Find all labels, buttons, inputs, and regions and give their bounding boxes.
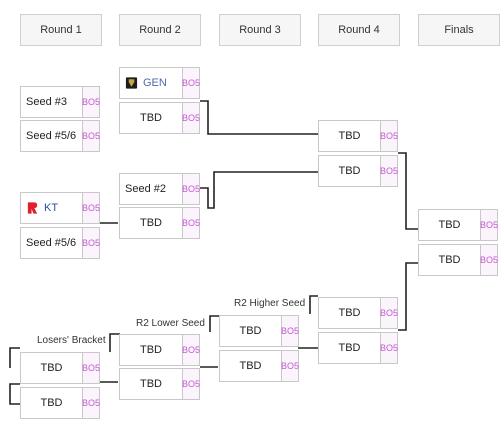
bo5-label: BO5 [82,131,101,141]
match-slot-r4m1-bottom[interactable]: TBD BO5 [318,155,398,187]
round-header-4[interactable]: Round 4 [318,14,400,46]
team-name: KT [44,202,59,214]
match-slot-r1m1-top[interactable]: Seed #3 BO5 [20,86,100,118]
bo5-label: BO5 [281,361,300,371]
r2-lower-seed-label: R2 Lower Seed [136,318,205,329]
bo5-label: BO5 [480,255,499,265]
team-name: TBD [338,165,361,177]
match-slot-r1m1-bottom[interactable]: Seed #5/6 BO5 [20,120,100,152]
round-header-3[interactable]: Round 3 [219,14,301,46]
bo5-label: BO5 [82,203,101,213]
team-name: TBD [40,397,63,409]
match-slot-r2m3-top[interactable]: TBD BO5 [119,334,200,366]
bo5-label: BO5 [380,131,399,141]
match-slot-r2m2-bottom[interactable]: TBD BO5 [119,207,200,239]
r2-higher-seed-label: R2 Higher Seed [234,298,306,309]
team-name: GEN [143,77,167,89]
team-name: Seed #5/6 [26,130,77,142]
bo5-label: BO5 [82,363,101,373]
team-name: TBD [140,378,162,390]
round-header-label: Round 1 [40,24,82,36]
round-header-label: Round 4 [338,24,380,36]
bo5-label: BO5 [82,398,101,408]
team-name: TBD [40,362,63,374]
match-slot-r2m2-top[interactable]: Seed #2 BO5 [119,173,200,205]
round-header-finals[interactable]: Finals [418,14,500,46]
gen-logo-icon [125,77,138,89]
match-slot-r2m1-bottom[interactable]: TBD BO5 [119,102,200,134]
bo5-label: BO5 [380,343,399,353]
match-slot-r4m2-top[interactable]: TBD BO5 [318,297,398,329]
round-header-label: Round 2 [139,24,181,36]
team-name: TBD [239,325,262,337]
bo5-label: BO5 [182,345,201,355]
match-slot-r1m3-bottom[interactable]: TBD BO5 [20,387,100,419]
match-slot-r2m1-top[interactable]: GEN BO5 [119,67,200,99]
bo5-label: BO5 [380,166,399,176]
team-name: TBD [338,342,361,354]
team-name: TBD [338,130,361,142]
bo5-label: BO5 [182,184,201,194]
match-slot-r1m2-bottom[interactable]: Seed #5/6 BO5 [20,227,100,259]
match-slot-finals-bottom[interactable]: TBD BO5 [418,244,498,276]
bo5-label: BO5 [380,308,399,318]
round-header-1[interactable]: Round 1 [20,14,102,46]
team-name: Seed #2 [125,183,166,195]
match-slot-r4m1-top[interactable]: TBD BO5 [318,120,398,152]
bo5-label: BO5 [82,97,101,107]
round-header-2[interactable]: Round 2 [119,14,201,46]
team-name: Seed #3 [26,96,67,108]
bo5-label: BO5 [480,220,499,230]
match-slot-r1m3-top[interactable]: TBD BO5 [20,352,100,384]
match-slot-r3m1-top[interactable]: TBD BO5 [219,315,299,347]
bo5-label: BO5 [182,218,201,228]
bo5-label: BO5 [281,326,300,336]
bo5-label: BO5 [182,113,201,123]
match-slot-finals-top[interactable]: TBD BO5 [418,209,498,241]
team-name: TBD [140,112,162,124]
round-header-label: Round 3 [239,24,281,36]
kt-logo-icon [27,202,38,214]
match-slot-r1m2-top[interactable]: KT BO5 [20,192,100,224]
losers-bracket-label: Losers' Bracket [37,335,106,346]
team-name: TBD [438,219,461,231]
team-name: TBD [438,254,461,266]
bo5-label: BO5 [182,379,201,389]
team-name: Seed #5/6 [26,237,77,249]
round-header-label: Finals [444,24,474,36]
team-name: TBD [239,360,262,372]
team-name: TBD [140,217,162,229]
team-name: TBD [338,307,361,319]
bo5-label: BO5 [82,238,101,248]
match-slot-r4m2-bottom[interactable]: TBD BO5 [318,332,398,364]
match-slot-r3m1-bottom[interactable]: TBD BO5 [219,350,299,382]
bo5-label: BO5 [182,78,201,88]
team-name: TBD [140,344,162,356]
match-slot-r2m3-bottom[interactable]: TBD BO5 [119,368,200,400]
